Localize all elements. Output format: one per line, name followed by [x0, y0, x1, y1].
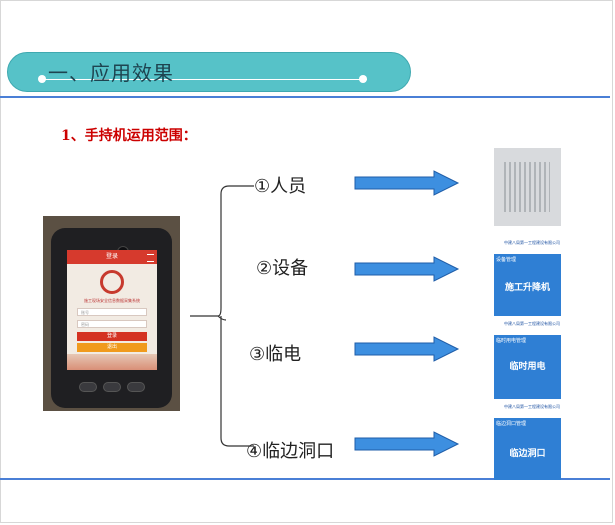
arrow-icon	[354, 336, 460, 362]
item-label-equipment: ②设备	[256, 258, 309, 279]
card-title: 临边洞口	[509, 449, 546, 459]
card-category: 临时用电管理	[496, 338, 527, 344]
item-label-edge-opening: ④临边洞口	[246, 441, 335, 462]
range-bracket	[190, 185, 254, 447]
screen-caption: 施工现场安全信息数据采集系统	[84, 298, 140, 303]
rfid-antenna-pattern	[504, 162, 550, 212]
card-company: 中建八局第一工程建设有限公司	[504, 321, 560, 326]
arrow-icon	[354, 431, 460, 457]
top-rule	[0, 96, 610, 98]
username-field: 账号	[77, 308, 147, 316]
device-key	[79, 382, 97, 392]
logo-icon	[100, 270, 124, 294]
rfid-tag-photo	[494, 148, 561, 226]
temp-power-card-photo: 中建八局第一工程建设有限公司 临时用电管理 临时用电	[494, 317, 561, 399]
card-company: 中建八局第一工程建设有限公司	[504, 404, 560, 409]
card-category: 设备管理	[496, 257, 517, 263]
title-banner	[7, 52, 411, 92]
arrow-icon	[354, 256, 460, 282]
section-subtitle: 1、手持机运用范围：	[61, 128, 197, 144]
handheld-device-photo: 登录 施工现场安全信息数据采集系统 账号 密码 登录 退出	[43, 216, 180, 411]
card-header	[494, 236, 561, 254]
card-header	[494, 317, 561, 335]
equipment-card-photo: 中建八局第一工程建设有限公司 设备管理 施工升降机	[494, 236, 561, 316]
password-field: 密码	[77, 320, 147, 328]
exit-button: 退出	[77, 343, 147, 352]
bottom-rule	[0, 478, 610, 480]
card-category: 临边洞口管理	[496, 421, 527, 427]
device-key	[127, 382, 145, 392]
banner-dot-right	[359, 75, 367, 83]
login-button: 登录	[77, 332, 147, 341]
screen-background	[67, 354, 157, 370]
banner-dot-left	[38, 75, 46, 83]
arrow-icon	[354, 170, 460, 196]
card-title: 施工升降机	[504, 283, 550, 293]
item-label-temp-power: ③临电	[249, 344, 302, 365]
device-keypad	[71, 378, 153, 398]
device-screen: 登录 施工现场安全信息数据采集系统 账号 密码 登录 退出	[67, 250, 157, 370]
card-header	[494, 400, 561, 418]
card-company: 中建八局第一工程建设有限公司	[504, 240, 560, 245]
title-underline	[45, 79, 367, 80]
page-title: 一、应用效果	[48, 61, 174, 85]
device-key	[103, 382, 121, 392]
card-title: 临时用电	[509, 362, 546, 372]
menu-icon	[147, 254, 154, 262]
screen-title: 登录	[67, 250, 157, 264]
edge-opening-card-photo: 中建八局第一工程建设有限公司 临边洞口管理 临边洞口	[494, 400, 561, 480]
item-label-personnel: ①人员	[254, 176, 307, 197]
